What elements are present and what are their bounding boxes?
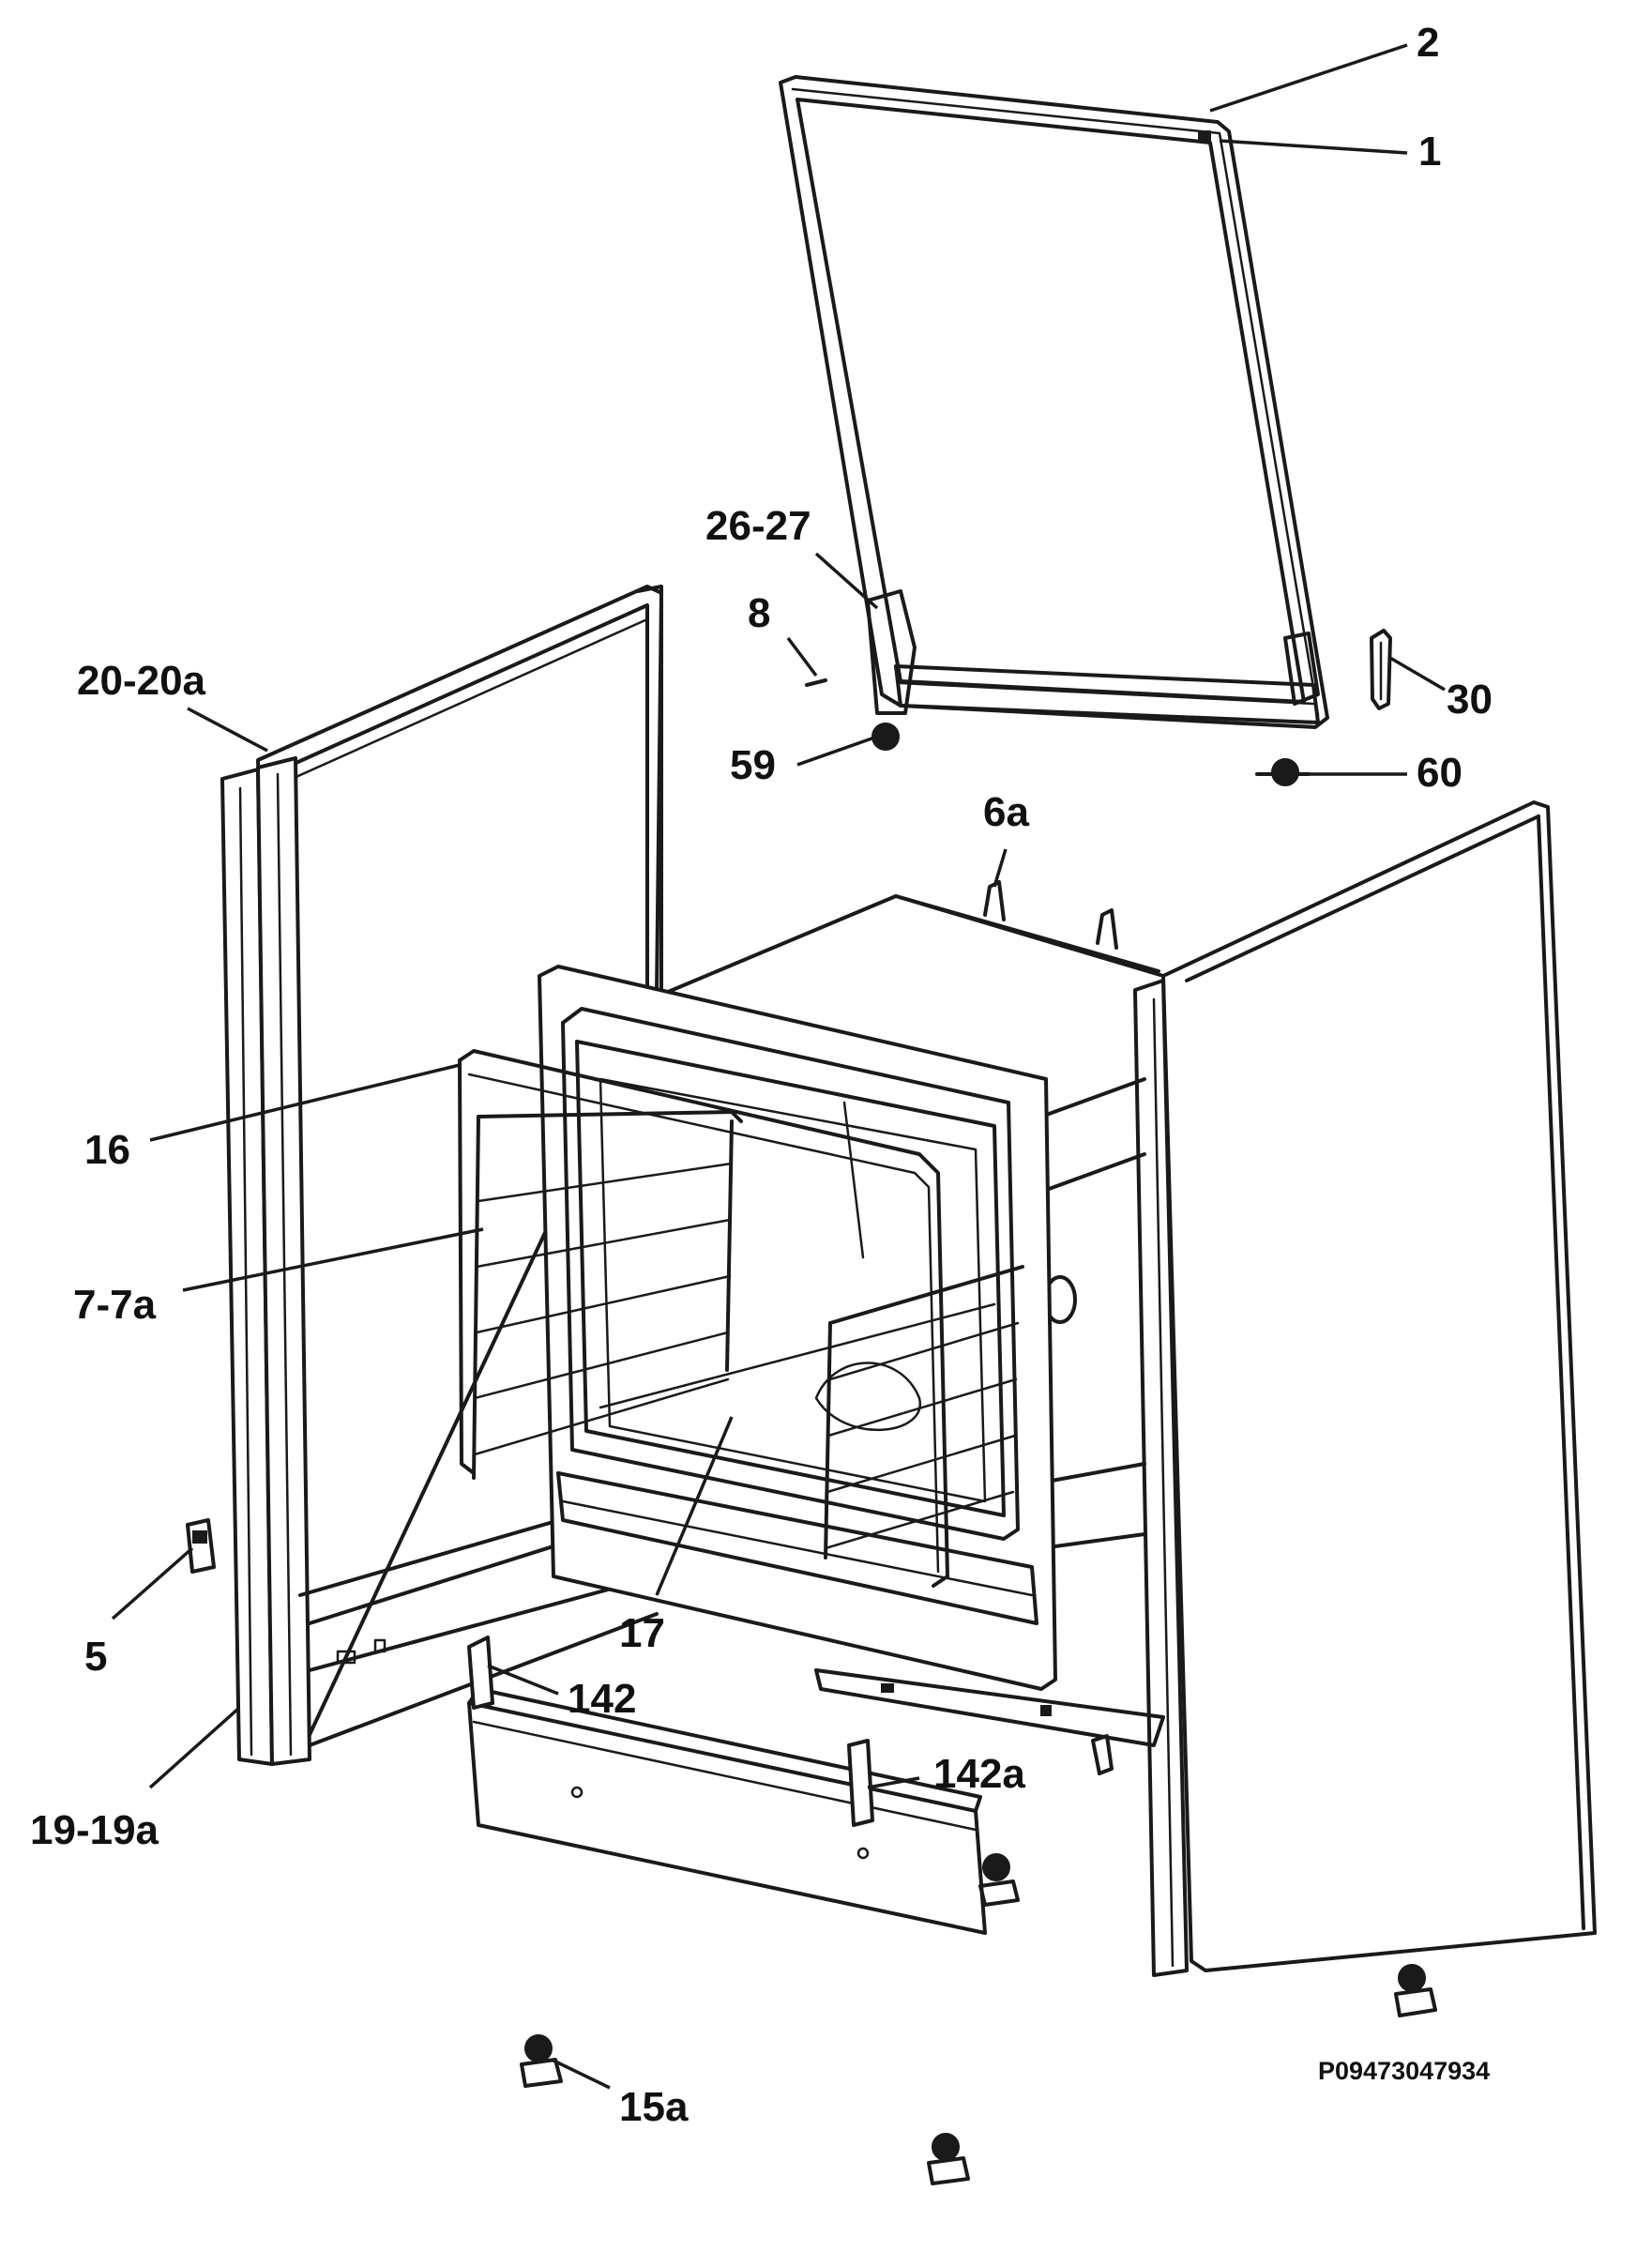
reference-code: P09473047934	[1318, 2057, 1490, 2085]
screw-part-8	[805, 678, 827, 687]
clip-part-30	[1370, 629, 1392, 710]
callout-19-19a: 19-19a	[30, 1807, 159, 1853]
top-lid-frame	[779, 75, 1329, 751]
callout-15a: 15a	[619, 2084, 689, 2130]
callout-59: 59	[730, 742, 776, 788]
oven-body	[659, 880, 1165, 1775]
leader-lines	[111, 43, 1446, 2090]
bracket-part-5	[186, 1518, 216, 1574]
foot-front-left	[520, 2034, 563, 2088]
callout-8: 8	[748, 590, 770, 636]
callout-142: 142	[568, 1676, 636, 1722]
callout-142a: 142a	[933, 1751, 1025, 1797]
callout-16: 16	[84, 1127, 130, 1173]
callout-60: 60	[1417, 750, 1463, 796]
foot-rear-right	[1394, 1964, 1437, 2017]
callout-6a: 6a	[983, 789, 1029, 835]
callout-30: 30	[1447, 677, 1493, 723]
callout-7-7a: 7-7a	[73, 1282, 157, 1328]
callout-26-27: 26-27	[705, 503, 811, 549]
fastener-part-60	[1255, 758, 1311, 786]
callout-2: 2	[1417, 20, 1439, 66]
foot-front-right	[927, 2133, 970, 2185]
callout-1: 1	[1418, 129, 1441, 175]
callout-5: 5	[84, 1634, 107, 1680]
kick-plate	[467, 1636, 1020, 1935]
door-gasket	[458, 1049, 949, 1588]
callout-20-20a: 20-20a	[77, 658, 206, 704]
callout-17: 17	[619, 1610, 665, 1656]
right-side-panel	[1133, 800, 1597, 1977]
front-frame	[538, 965, 1057, 1691]
